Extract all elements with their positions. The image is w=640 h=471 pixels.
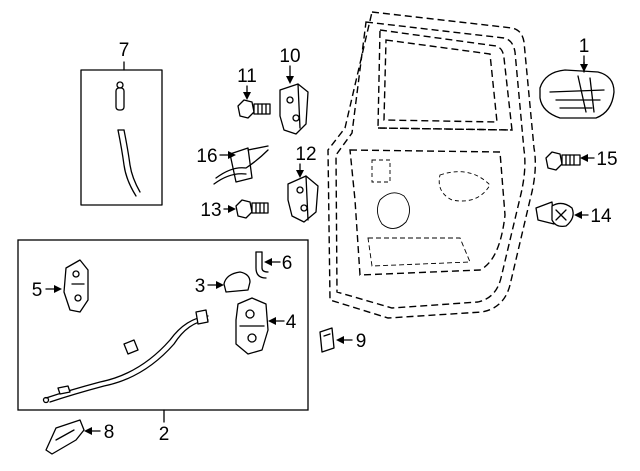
callout-13: 13 xyxy=(200,200,221,221)
rear-door-shell xyxy=(327,11,537,319)
part-11-bolt xyxy=(237,99,271,119)
part-12-bracket xyxy=(287,175,319,223)
part-9-pad xyxy=(319,327,335,353)
part-10-bracket xyxy=(279,83,309,135)
callout-leaders xyxy=(45,55,595,435)
callout-5: 5 xyxy=(32,280,43,301)
part-15-bolt xyxy=(545,151,581,171)
callout-15: 15 xyxy=(596,149,617,170)
part-7-lock-rod xyxy=(80,69,163,206)
part-3-cap xyxy=(223,271,251,293)
callout-16: 16 xyxy=(196,146,217,167)
part-1-exterior-handle xyxy=(539,61,615,119)
callout-1: 1 xyxy=(579,36,590,57)
release-cable xyxy=(42,309,209,404)
callout-14: 14 xyxy=(590,206,612,227)
callout-3: 3 xyxy=(195,276,206,297)
part-6-rod-clip xyxy=(255,251,269,279)
part-5-bracket xyxy=(63,259,89,313)
callout-7: 7 xyxy=(119,40,130,61)
callout-9: 9 xyxy=(356,331,367,352)
callout-2: 2 xyxy=(159,424,170,445)
part-14-striker xyxy=(535,201,574,228)
part-16-clip xyxy=(213,145,269,185)
part-13-bolt xyxy=(235,199,269,219)
callout-12: 12 xyxy=(295,144,316,165)
callout-11: 11 xyxy=(237,66,257,87)
callout-6: 6 xyxy=(282,253,293,274)
callout-10: 10 xyxy=(279,46,300,67)
callout-labels: 1 2 3 4 5 6 7 8 9 10 11 12 13 14 15 16 xyxy=(32,36,618,445)
part-2-latch-assembly-box xyxy=(17,239,309,411)
part-4-latch xyxy=(235,297,269,355)
callout-8: 8 xyxy=(104,422,115,443)
callout-4: 4 xyxy=(286,312,297,333)
part-8-shield xyxy=(45,419,85,455)
